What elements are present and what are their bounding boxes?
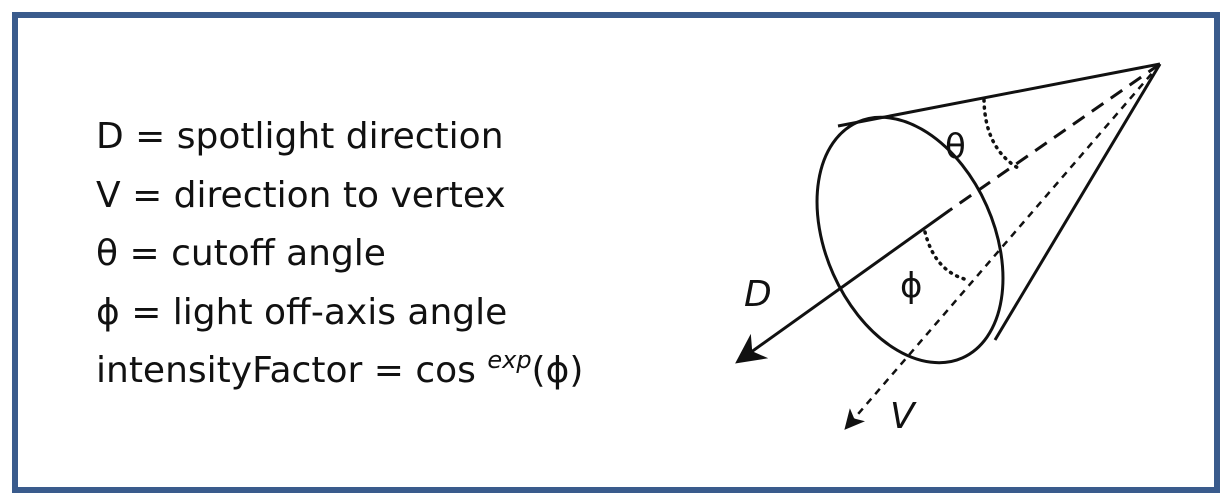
theta-label: θ <box>945 127 966 167</box>
v-label: V <box>890 396 917 437</box>
formula-suffix: (ϕ) <box>531 350 584 391</box>
legend: D = spotlight direction V = direction to… <box>96 108 583 401</box>
cone-top-edge <box>837 62 1161 128</box>
phi-label: ϕ <box>900 266 922 306</box>
formula-exponent: exp <box>487 346 532 374</box>
legend-phi-definition: ϕ = light off-axis angle <box>96 291 508 333</box>
d-label: D <box>744 274 772 315</box>
theta-arc <box>982 98 1020 170</box>
d-axis-hidden <box>949 62 1161 212</box>
legend-theta-definition: θ = cutoff angle <box>96 233 386 274</box>
legend-v-definition: V = direction to vertex <box>96 174 506 216</box>
intensity-formula: intensityFactor = cos exp(ϕ) <box>96 342 583 401</box>
d-direction-arrow <box>735 208 951 364</box>
cone-bottom-edge <box>993 63 1162 341</box>
formula-prefix: intensityFactor = cos <box>96 350 488 391</box>
cone-base-ellipse <box>815 115 1005 365</box>
phi-arc <box>923 230 970 282</box>
v-direction-arrow <box>844 63 1161 430</box>
legend-d-definition: D = spotlight direction <box>96 116 504 157</box>
